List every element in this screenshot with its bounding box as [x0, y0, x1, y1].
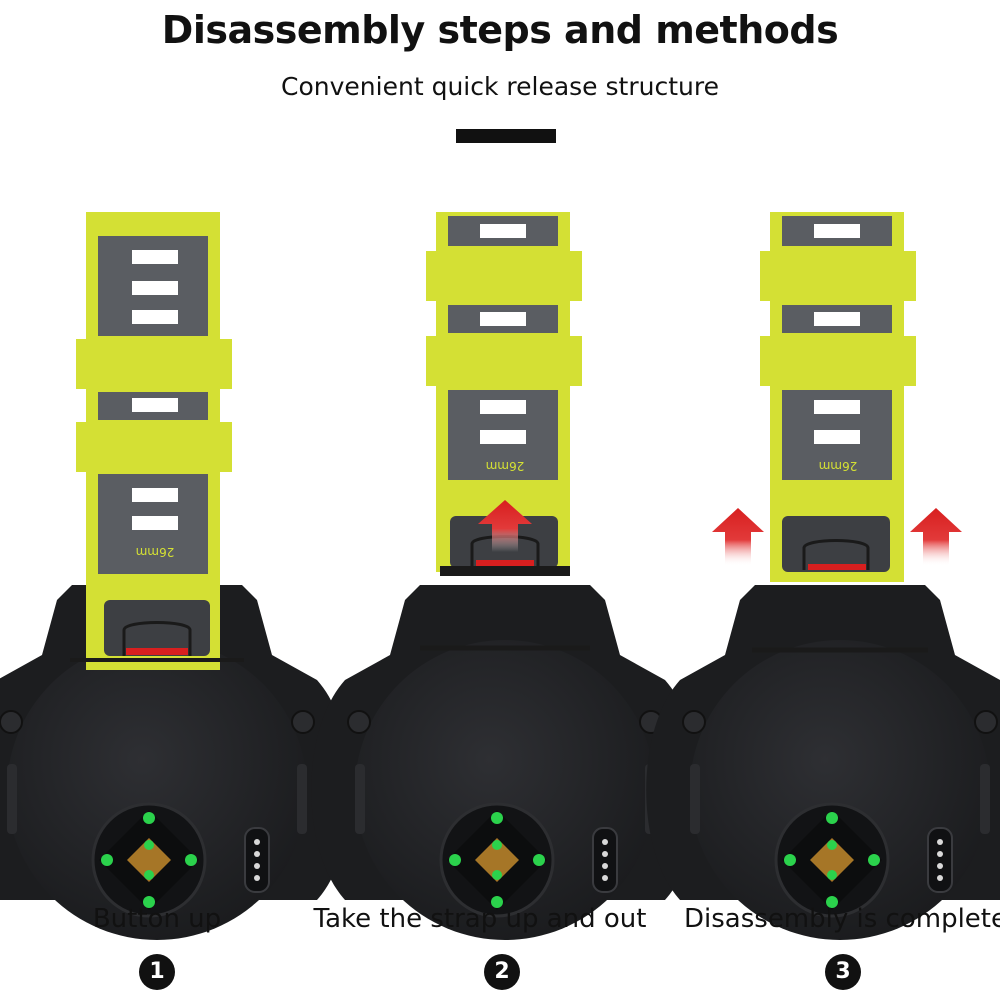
release-button-1	[126, 648, 188, 655]
step-3-number-badge: 3	[825, 954, 861, 990]
page-subtitle: Convenient quick release structure	[281, 72, 719, 101]
up-arrow-icon-left	[712, 508, 764, 566]
strap-size-mark-3: 26mm	[819, 459, 858, 473]
strap-size-mark-2: 26mm	[486, 459, 525, 473]
step-2-illustration	[309, 212, 701, 942]
step-1-illustration	[0, 212, 353, 942]
page-title: Disassembly steps and methods	[161, 8, 839, 52]
strap-size-mark-1: 26mm	[136, 545, 175, 559]
step-1-number-badge: 1	[139, 954, 175, 990]
step-2-number-badge: 2	[484, 954, 520, 990]
step-2-label: Take the strap up and out	[313, 904, 647, 934]
step-3-illustration	[644, 212, 1000, 942]
step-1-label: Button up	[92, 904, 222, 934]
watch-back-2	[309, 583, 701, 942]
up-arrow-icon	[478, 500, 532, 552]
watch-back-3	[644, 583, 1000, 942]
title-divider	[456, 129, 556, 143]
up-arrow-icon-right	[910, 508, 962, 566]
step-3-label: Disassembly is complete	[684, 904, 1000, 934]
